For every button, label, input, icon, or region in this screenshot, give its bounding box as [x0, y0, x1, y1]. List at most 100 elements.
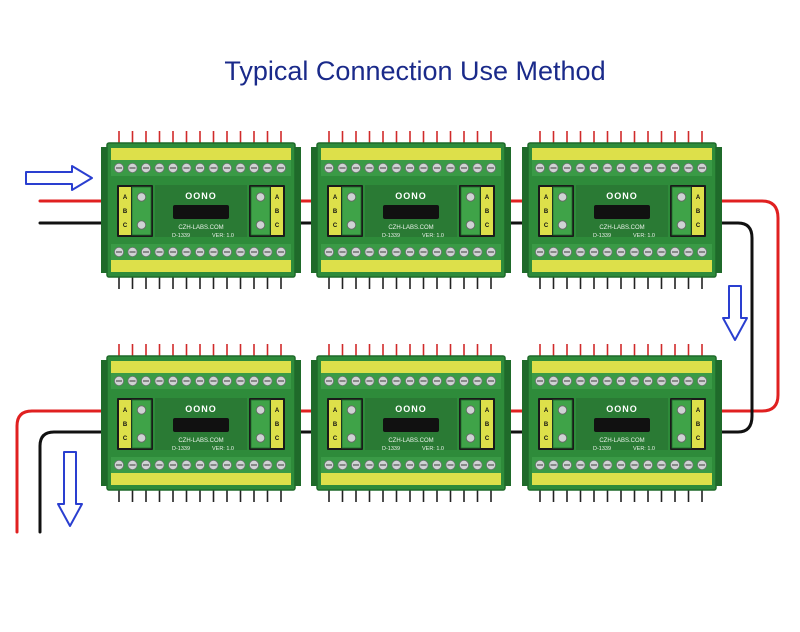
left-pin-label: C	[333, 436, 338, 442]
right-terminal-block: A B C	[670, 185, 706, 237]
right-pin-label: B	[275, 209, 280, 215]
right-terminal-block: ABC	[670, 398, 706, 450]
left-pin-label: B	[544, 209, 549, 215]
left-pin-label: C	[123, 436, 128, 442]
left-pin-label-strip	[329, 400, 341, 448]
right-plug-screw	[255, 220, 266, 230]
right-plug-screw	[676, 433, 687, 443]
board-maker: CZH-LABS.COM	[599, 438, 644, 444]
left-plug-screw	[346, 405, 357, 415]
rail-left	[101, 147, 109, 273]
right-plug-screw	[465, 192, 476, 202]
right-pin-label: B	[485, 209, 490, 215]
rail-right	[293, 147, 301, 273]
left-terminal-block: A B C	[117, 398, 153, 450]
left-plug-screw	[136, 433, 147, 443]
right-pin-label: A	[275, 408, 280, 414]
right-pin-label: A	[275, 195, 280, 201]
arrow-down-icon	[57, 451, 83, 527]
right-pin-label: A	[485, 408, 490, 414]
arrow-down-icon	[722, 285, 748, 341]
board-model: D-1339	[382, 233, 400, 239]
right-plug	[250, 399, 271, 449]
left-plug	[552, 186, 573, 236]
right-pin-label: A	[485, 195, 490, 201]
right-pin-label-strip	[271, 187, 283, 235]
rail-left	[522, 147, 530, 273]
terminal-strip-top-yellow	[111, 361, 291, 373]
left-plug	[131, 186, 152, 236]
rail-left	[101, 360, 109, 486]
rail-right	[293, 360, 301, 486]
rail-right	[503, 360, 511, 486]
left-pin-label: A	[123, 408, 128, 414]
ic-chip	[383, 205, 439, 219]
left-pin-label: B	[123, 422, 128, 428]
left-terminal-block: ABC	[538, 185, 574, 237]
right-pin-label: B	[696, 209, 701, 215]
board-brand: OONO	[395, 191, 427, 201]
right-terminal-block: A B C	[459, 398, 495, 450]
left-plug	[131, 399, 152, 449]
right-pin-label: C	[485, 436, 490, 442]
board-model: D-1339	[172, 446, 190, 452]
right-terminal-block: ABC	[249, 398, 285, 450]
board-model: D-1339	[172, 233, 190, 239]
right-plug-screw	[465, 405, 476, 415]
left-plug	[341, 399, 362, 449]
terminal-strip-bottom-yellow	[532, 473, 712, 485]
right-pin-label: C	[485, 223, 490, 229]
left-plug-screw	[557, 192, 568, 202]
board-maker: CZH-LABS.COM	[178, 438, 223, 444]
ic-chip	[594, 418, 650, 432]
right-plug-screw	[255, 433, 266, 443]
right-plug-screw	[465, 220, 476, 230]
page-title: Typical Connection Use Method	[224, 56, 606, 86]
left-pin-label: A	[333, 408, 338, 414]
left-pin-label: A	[544, 408, 549, 414]
board-brand: OONO	[185, 404, 217, 414]
terminal-strip-top-yellow	[532, 148, 712, 160]
rail-left	[311, 147, 319, 273]
left-plug	[341, 186, 362, 236]
left-plug-screw	[557, 405, 568, 415]
board-maker: CZH-LABS.COM	[388, 225, 433, 231]
terminal-strip-bottom-yellow	[111, 260, 291, 272]
rail-right	[714, 360, 722, 486]
ic-chip	[173, 418, 229, 432]
right-pin-label: C	[696, 436, 701, 442]
right-pin-label: C	[696, 223, 701, 229]
board-brand: OONO	[606, 404, 638, 414]
right-pin-label: A	[696, 195, 701, 201]
right-plug-screw	[255, 192, 266, 202]
right-pin-label: A	[696, 408, 701, 414]
board-maker: CZH-LABS.COM	[599, 225, 644, 231]
board-version: VER: 1.0	[422, 233, 444, 239]
left-pin-label: C	[123, 223, 128, 229]
right-plug-screw	[676, 192, 687, 202]
right-plug-screw	[465, 433, 476, 443]
board-model: D-1339	[593, 446, 611, 452]
right-pin-label-strip	[481, 400, 493, 448]
terminal-strip-top-yellow	[532, 361, 712, 373]
terminal-strip-top-yellow	[321, 148, 501, 160]
rail-left	[311, 360, 319, 486]
left-pin-label: B	[544, 422, 549, 428]
wire-black-loop	[696, 221, 754, 434]
board-version: VER: 1.0	[212, 233, 234, 239]
wire-output-red	[15, 409, 127, 534]
left-plug-screw	[346, 192, 357, 202]
left-pin-label-strip	[329, 187, 341, 235]
rail-right	[503, 147, 511, 273]
terminal-strip-bottom-yellow	[111, 473, 291, 485]
left-plug-screw	[346, 220, 357, 230]
left-pin-label-strip	[119, 400, 131, 448]
terminal-strip-bottom-yellow	[532, 260, 712, 272]
right-pin-label: B	[485, 422, 490, 428]
left-pin-label-strip	[119, 187, 131, 235]
left-pin-label: A	[123, 195, 128, 201]
